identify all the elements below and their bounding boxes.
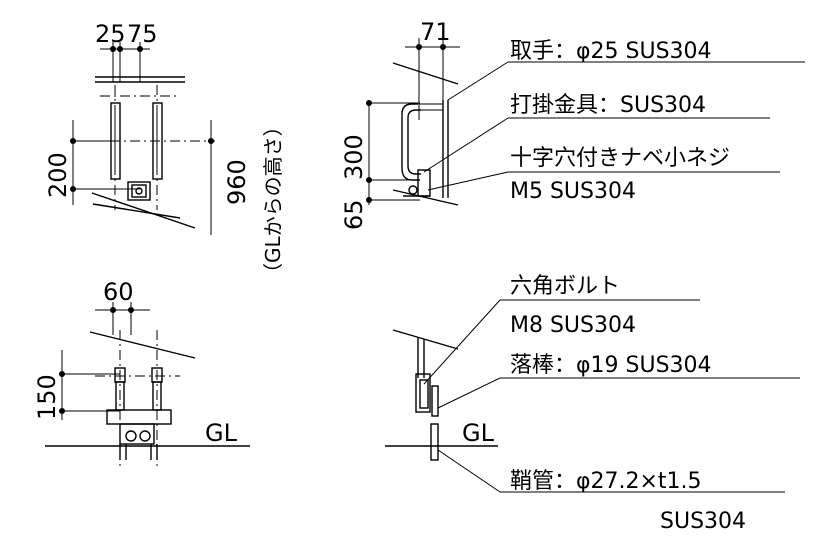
dim-960: 960	[223, 159, 251, 205]
gl-height-note: （GLからの高さ）	[261, 116, 285, 283]
side-view-top: 71 300 65	[340, 18, 805, 230]
callout-handle: 取手：φ25 SUS304	[510, 39, 712, 64]
gl-label-right: GL	[462, 419, 495, 447]
callout-bolt-name: 六角ボルト	[510, 274, 620, 299]
callout-screw-spec: M5 SUS304	[510, 179, 636, 204]
gl-label-left: GL	[205, 419, 238, 447]
callout-bolt-spec: M8 SUS304	[510, 313, 636, 338]
dim-65: 65	[340, 199, 368, 230]
dim-60: 60	[103, 278, 134, 306]
dim-71: 71	[420, 18, 451, 46]
callout-screw-name: 十字穴付きナベ小ネジ	[510, 146, 730, 171]
dim-200: 200	[44, 152, 72, 198]
dim-25: 25	[95, 20, 126, 48]
callout-drop-rod: 落棒：φ19 SUS304	[510, 353, 712, 378]
dim-75: 75	[127, 20, 158, 48]
dim-300: 300	[340, 134, 368, 180]
front-view-top: 25 75 200 960 （GLからの高さ）	[44, 20, 285, 283]
callout-sheath-material: SUS304	[660, 509, 746, 534]
dim-150: 150	[33, 374, 61, 420]
side-view-bottom: GL	[385, 299, 800, 493]
callout-sheath-pipe: 鞘管：φ27.2×t1.5	[510, 469, 702, 494]
front-view-bottom: 60 150 GL	[33, 278, 250, 470]
callout-latch-plate: 打掛金具：SUS304	[510, 93, 706, 118]
